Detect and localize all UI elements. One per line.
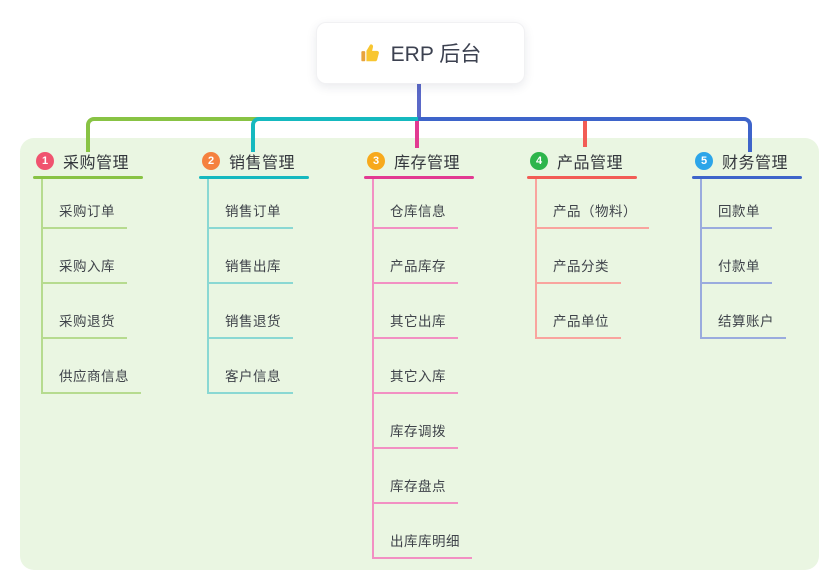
connector-branch-product: [583, 121, 587, 147]
child-node[interactable]: 结算账户: [702, 284, 802, 339]
child-label: 其它入库: [374, 365, 458, 394]
branch-children: 回款单 付款单 结算账户: [700, 179, 802, 339]
child-node[interactable]: 其它出库: [374, 284, 474, 339]
branch-sales: 2 销售管理 销售订单 销售出库 销售退货 客户信息: [199, 146, 309, 394]
child-node[interactable]: 库存调拨: [374, 394, 474, 449]
connector-branch-sales: [251, 117, 422, 152]
child-label: 销售订单: [209, 200, 293, 229]
child-label: 产品单位: [537, 310, 621, 339]
root-node-title: ERP 后台: [390, 43, 482, 66]
branch-badge: 5: [695, 152, 713, 170]
child-node[interactable]: 采购订单: [43, 179, 143, 229]
child-label: 销售退货: [209, 310, 293, 339]
connector-branch-purchase: [86, 117, 260, 152]
child-node[interactable]: 出库库明细: [374, 504, 474, 559]
child-label: 付款单: [702, 255, 772, 284]
branch-line: [527, 176, 637, 179]
child-node[interactable]: 仓库信息: [374, 179, 474, 229]
branch-label: 财务管理: [722, 155, 789, 172]
child-node[interactable]: 采购入库: [43, 229, 143, 284]
branch-product-header[interactable]: 4 产品管理: [527, 146, 637, 176]
branch-badge: 3: [367, 152, 385, 170]
branch-children: 产品（物料） 产品分类 产品单位: [535, 179, 649, 339]
child-node[interactable]: 其它入库: [374, 339, 474, 394]
branch-label: 销售管理: [229, 155, 296, 172]
branch-label: 产品管理: [557, 155, 624, 172]
branch-finance-header[interactable]: 5 财务管理: [692, 146, 802, 176]
child-label: 采购入库: [43, 255, 127, 284]
child-label: 销售出库: [209, 255, 293, 284]
child-label: 采购退货: [43, 310, 127, 339]
branch-label: 采购管理: [63, 155, 130, 172]
child-node[interactable]: 产品（物料）: [537, 179, 649, 229]
child-label: 仓库信息: [374, 200, 458, 229]
child-node[interactable]: 客户信息: [209, 339, 309, 394]
child-node[interactable]: 产品库存: [374, 229, 474, 284]
branch-children: 仓库信息 产品库存 其它出库 其它入库 库存调拨 库存盘点 出库库明细: [372, 179, 474, 559]
branch-badge: 1: [36, 152, 54, 170]
child-node[interactable]: 付款单: [702, 229, 802, 284]
child-label: 产品（物料）: [537, 200, 649, 229]
child-node[interactable]: 销售退货: [209, 284, 309, 339]
mindmap-panel: 1 采购管理 采购订单 采购入库 采购退货 供应商信息 2 销售管理 销售订单 …: [20, 138, 819, 570]
thumbs-up-icon: [360, 42, 382, 64]
child-node[interactable]: 产品单位: [537, 284, 637, 339]
branch-children: 采购订单 采购入库 采购退货 供应商信息: [41, 179, 143, 394]
branch-product: 4 产品管理 产品（物料） 产品分类 产品单位: [527, 146, 649, 339]
child-node[interactable]: 采购退货: [43, 284, 143, 339]
branch-line: [199, 176, 309, 179]
child-label: 出库库明细: [374, 530, 472, 559]
child-label: 其它出库: [374, 310, 458, 339]
child-node[interactable]: 产品分类: [537, 229, 637, 284]
child-node[interactable]: 销售订单: [209, 179, 309, 229]
branch-inventory: 3 库存管理 仓库信息 产品库存 其它出库 其它入库 库存调拨 库存盘点 出库库…: [364, 146, 474, 559]
branch-finance: 5 财务管理 回款单 付款单 结算账户: [692, 146, 802, 339]
branch-label: 库存管理: [394, 155, 461, 172]
branch-line: [364, 176, 474, 179]
branch-purchase-header[interactable]: 1 采购管理: [33, 146, 143, 176]
branch-badge: 2: [202, 152, 220, 170]
child-label: 库存盘点: [374, 475, 458, 504]
child-label: 产品库存: [374, 255, 458, 284]
branch-purchase: 1 采购管理 采购订单 采购入库 采购退货 供应商信息: [33, 146, 143, 394]
child-label: 库存调拨: [374, 420, 458, 449]
child-label: 结算账户: [702, 310, 786, 339]
root-node[interactable]: ERP 后台: [316, 22, 525, 84]
branch-children: 销售订单 销售出库 销售退货 客户信息: [207, 179, 309, 394]
child-label: 回款单: [702, 200, 772, 229]
branch-inventory-header[interactable]: 3 库存管理: [364, 146, 474, 176]
child-label: 供应商信息: [43, 365, 141, 394]
connector-branch-finance: [418, 117, 752, 152]
child-label: 客户信息: [209, 365, 293, 394]
connector-branch-inventory: [415, 121, 419, 148]
child-node[interactable]: 供应商信息: [43, 339, 143, 394]
child-node[interactable]: 回款单: [702, 179, 802, 229]
child-node[interactable]: 库存盘点: [374, 449, 474, 504]
branch-line: [33, 176, 143, 179]
child-label: 采购订单: [43, 200, 127, 229]
branch-badge: 4: [530, 152, 548, 170]
child-node[interactable]: 销售出库: [209, 229, 309, 284]
child-label: 产品分类: [537, 255, 621, 284]
connector-trunk: [417, 81, 421, 118]
branch-line: [692, 176, 802, 179]
branch-sales-header[interactable]: 2 销售管理: [199, 146, 309, 176]
